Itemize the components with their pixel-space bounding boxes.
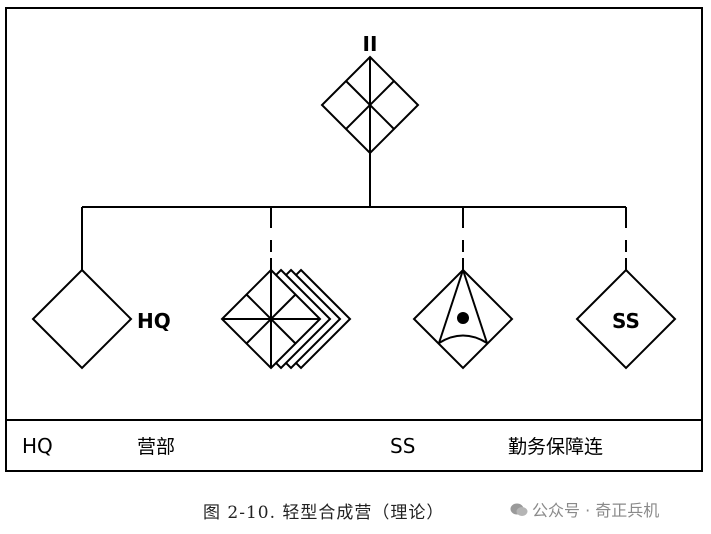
wechat-icon: [510, 503, 528, 516]
hq-unit-symbol: [31, 268, 133, 370]
echelon-mark: II: [363, 32, 378, 56]
figure-caption: 图 2-10. 轻型合成营（理论）: [203, 503, 445, 523]
battalion-symbol: [320, 55, 420, 155]
support-unit-label: SS: [612, 309, 640, 333]
legend-meaning-ss: 勤务保障连: [508, 436, 603, 458]
legend-meaning-hq: 营部: [137, 436, 175, 458]
hq-unit-label: HQ: [137, 309, 171, 333]
maneuver-companies-symbol: [220, 268, 352, 370]
fires-company-dot: [457, 312, 469, 324]
support-unit-symbol: [575, 268, 677, 370]
legend-abbr-hq: HQ: [22, 434, 53, 458]
legend-abbr-ss: SS: [390, 434, 415, 458]
diagram-frame: [5, 7, 703, 472]
connectors: [81, 153, 627, 270]
watermark: 公众号 · 奇正兵机: [510, 497, 659, 521]
watermark-text: 公众号 · 奇正兵机: [532, 501, 660, 520]
